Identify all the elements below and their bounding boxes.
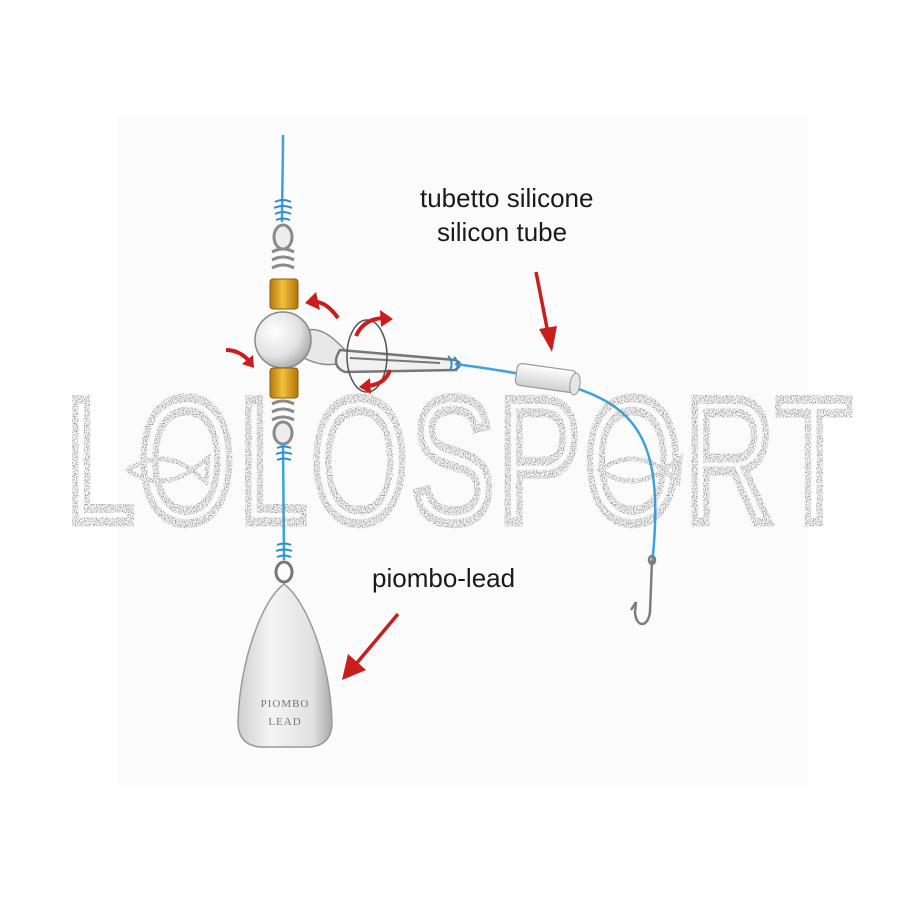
rotation-ring bbox=[346, 319, 388, 393]
watermark-fish-icon bbox=[123, 452, 211, 488]
main-line-lower bbox=[281, 443, 286, 561]
label-tubetto-silicone: tubetto silicone bbox=[420, 183, 594, 213]
rotation-arrow-upper-left bbox=[305, 292, 340, 320]
swivel-lower bbox=[271, 399, 295, 446]
rotation-arrow-upper-right bbox=[354, 310, 393, 337]
knot-bottom bbox=[275, 542, 293, 558]
lead-eye bbox=[274, 560, 294, 584]
lead-engraving-line1: PIOMBO bbox=[261, 698, 310, 710]
watermark-fish-icon-2 bbox=[595, 452, 683, 488]
label-piombo-lead: piombo-lead bbox=[372, 563, 516, 593]
knot-top bbox=[273, 199, 293, 221]
t-swivel bbox=[254, 311, 462, 374]
bead-lower bbox=[269, 367, 299, 399]
lead-sinker bbox=[237, 583, 333, 748]
label-silicon-tube: silicon tube bbox=[437, 217, 568, 247]
rotation-arrow-lower-right bbox=[359, 369, 392, 394]
knot-branch bbox=[447, 355, 459, 372]
swivel-upper bbox=[271, 223, 295, 270]
background-panel bbox=[118, 115, 808, 785]
arrow-silicon-tube bbox=[534, 271, 557, 352]
rotation-arrow-left bbox=[225, 348, 254, 368]
knot-mid bbox=[275, 445, 293, 461]
watermark-logo: LOLOSPORT bbox=[61, 357, 856, 565]
silicone-tube bbox=[514, 362, 581, 396]
lead-engraving-line2: LEAD bbox=[268, 716, 301, 728]
branch-line bbox=[454, 362, 657, 566]
bead-upper bbox=[269, 278, 299, 310]
main-line-top bbox=[280, 134, 285, 223]
watermark-text: LOLOSPORT bbox=[65, 361, 855, 560]
fish-hook bbox=[629, 554, 657, 626]
arrow-lead bbox=[342, 612, 400, 680]
